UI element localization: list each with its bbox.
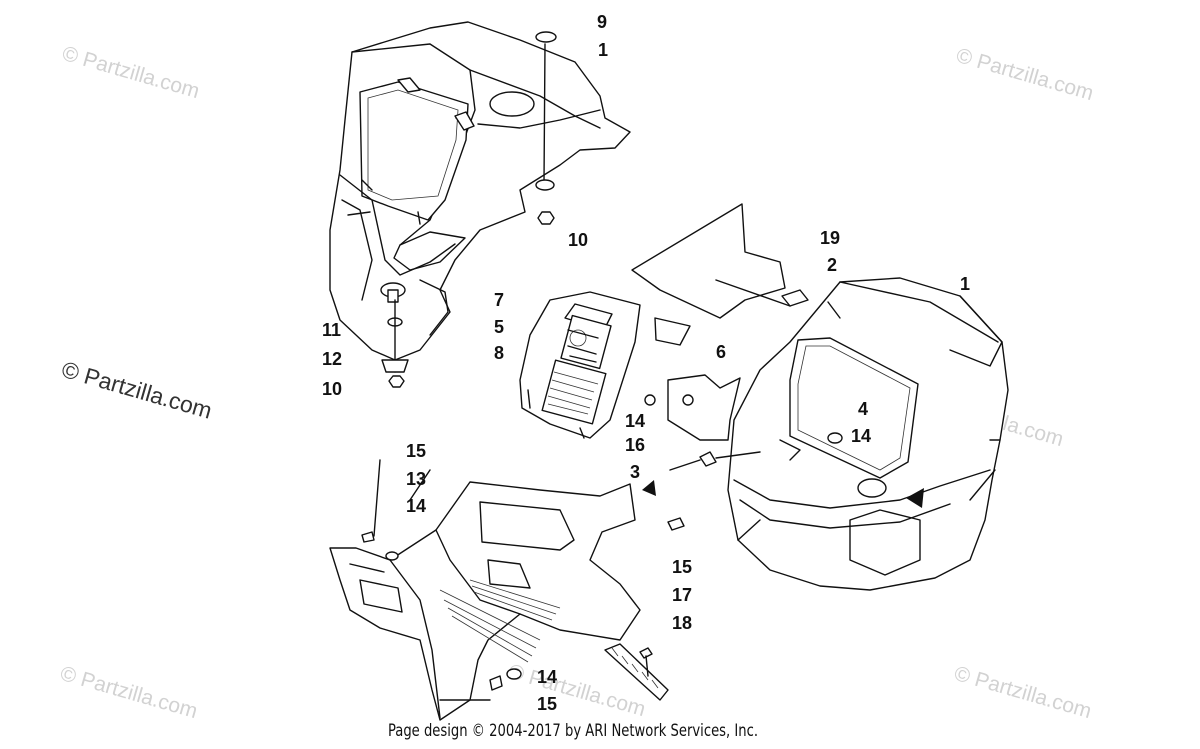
callout-3: 3 — [630, 462, 641, 482]
callout-6: 6 — [716, 342, 727, 362]
callout-11: 11 — [322, 320, 342, 340]
callout-19: 19 — [820, 228, 841, 248]
page-footer: Page design © 2004-2017 by ARI Network S… — [388, 721, 759, 741]
callout-1-front: 1 — [598, 40, 609, 60]
callout-2: 2 — [827, 255, 838, 275]
callout-14-bottom: 14 — [537, 667, 558, 687]
callout-18: 18 — [672, 613, 693, 633]
callout-5: 5 — [494, 317, 505, 337]
callout-8: 8 — [494, 343, 505, 363]
callout-14-rear: 14 — [851, 426, 872, 446]
callout-9: 9 — [597, 12, 608, 32]
callout-10-lower: 10 — [322, 379, 343, 399]
storage-cover-part — [519, 291, 691, 439]
front-fender-part — [329, 21, 631, 388]
callout-1-rear: 1 — [960, 274, 971, 294]
callout-15-right: 15 — [672, 557, 693, 577]
rear-fender-part — [631, 203, 1009, 591]
callout-16: 16 — [625, 435, 646, 455]
callout-15-bottom: 15 — [537, 694, 558, 714]
callout-12: 12 — [322, 349, 343, 369]
callout-14-bracket: 14 — [625, 411, 646, 431]
callout-7: 7 — [494, 290, 505, 310]
callout-14-left: 14 — [406, 496, 427, 516]
footwell-part — [329, 459, 685, 721]
callout-15-left: 15 — [406, 441, 427, 461]
callout-4: 4 — [858, 399, 869, 419]
callout-10-upper: 10 — [568, 230, 589, 250]
callout-17: 17 — [672, 585, 693, 605]
callout-13: 13 — [406, 469, 427, 489]
